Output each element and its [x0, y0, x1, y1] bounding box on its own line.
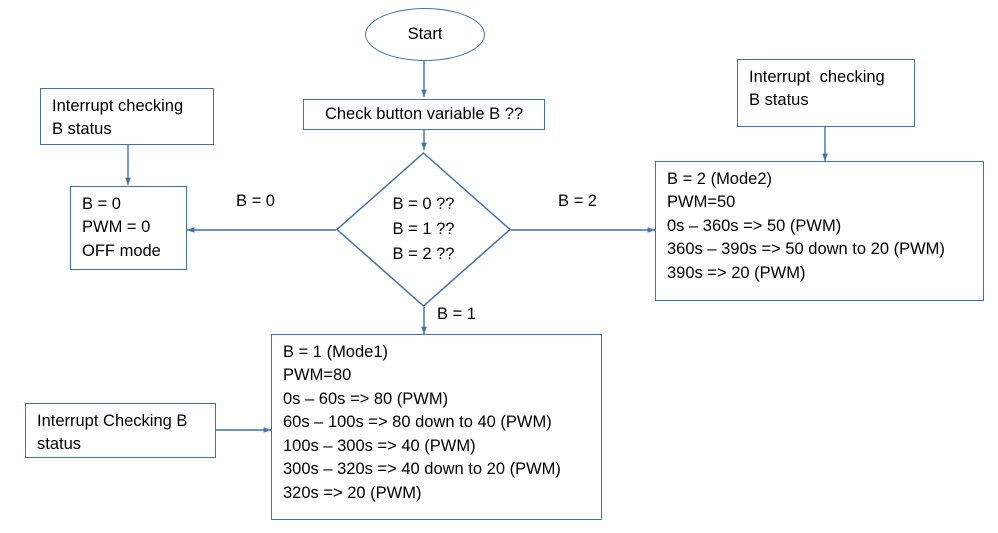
- decision-line-2: B = 1 ??: [392, 220, 455, 239]
- mode1-node[interactable]: B = 1 (Mode1) PWM=80 0s – 60s => 80 (PWM…: [271, 334, 602, 520]
- start-node[interactable]: Start: [365, 8, 485, 61]
- off-mode-node[interactable]: B = 0 PWM = 0 OFF mode: [70, 186, 187, 270]
- decision-diamond-shape: [335, 151, 512, 308]
- edge-label-b-equals-0: B = 0: [236, 192, 275, 210]
- interrupt-left-node[interactable]: Interrupt checking B status: [40, 88, 214, 145]
- check-button-node[interactable]: Check button variable B ??: [303, 99, 545, 130]
- decision-node-label: B = 0 ?? B = 1 ?? B = 2 ??: [336, 152, 511, 307]
- mode2-node[interactable]: B = 2 (Mode2) PWM=50 0s – 360s => 50 (PW…: [655, 161, 984, 301]
- start-node-label: Start: [407, 25, 443, 43]
- interrupt-right-node[interactable]: Interrupt checking B status: [737, 59, 915, 127]
- edge-label-b-equals-2: B = 2: [558, 192, 597, 210]
- edge-label-b-equals-1: B = 1: [437, 305, 476, 323]
- decision-line-1: B = 0 ??: [392, 195, 455, 214]
- check-button-node-label: Check button variable B ??: [324, 104, 524, 123]
- decision-line-3: B = 2 ??: [392, 244, 455, 263]
- decision-node[interactable]: B = 0 ?? B = 1 ?? B = 2 ??: [335, 151, 512, 308]
- interrupt-bottom-node[interactable]: Interrupt Checking B status: [25, 403, 216, 458]
